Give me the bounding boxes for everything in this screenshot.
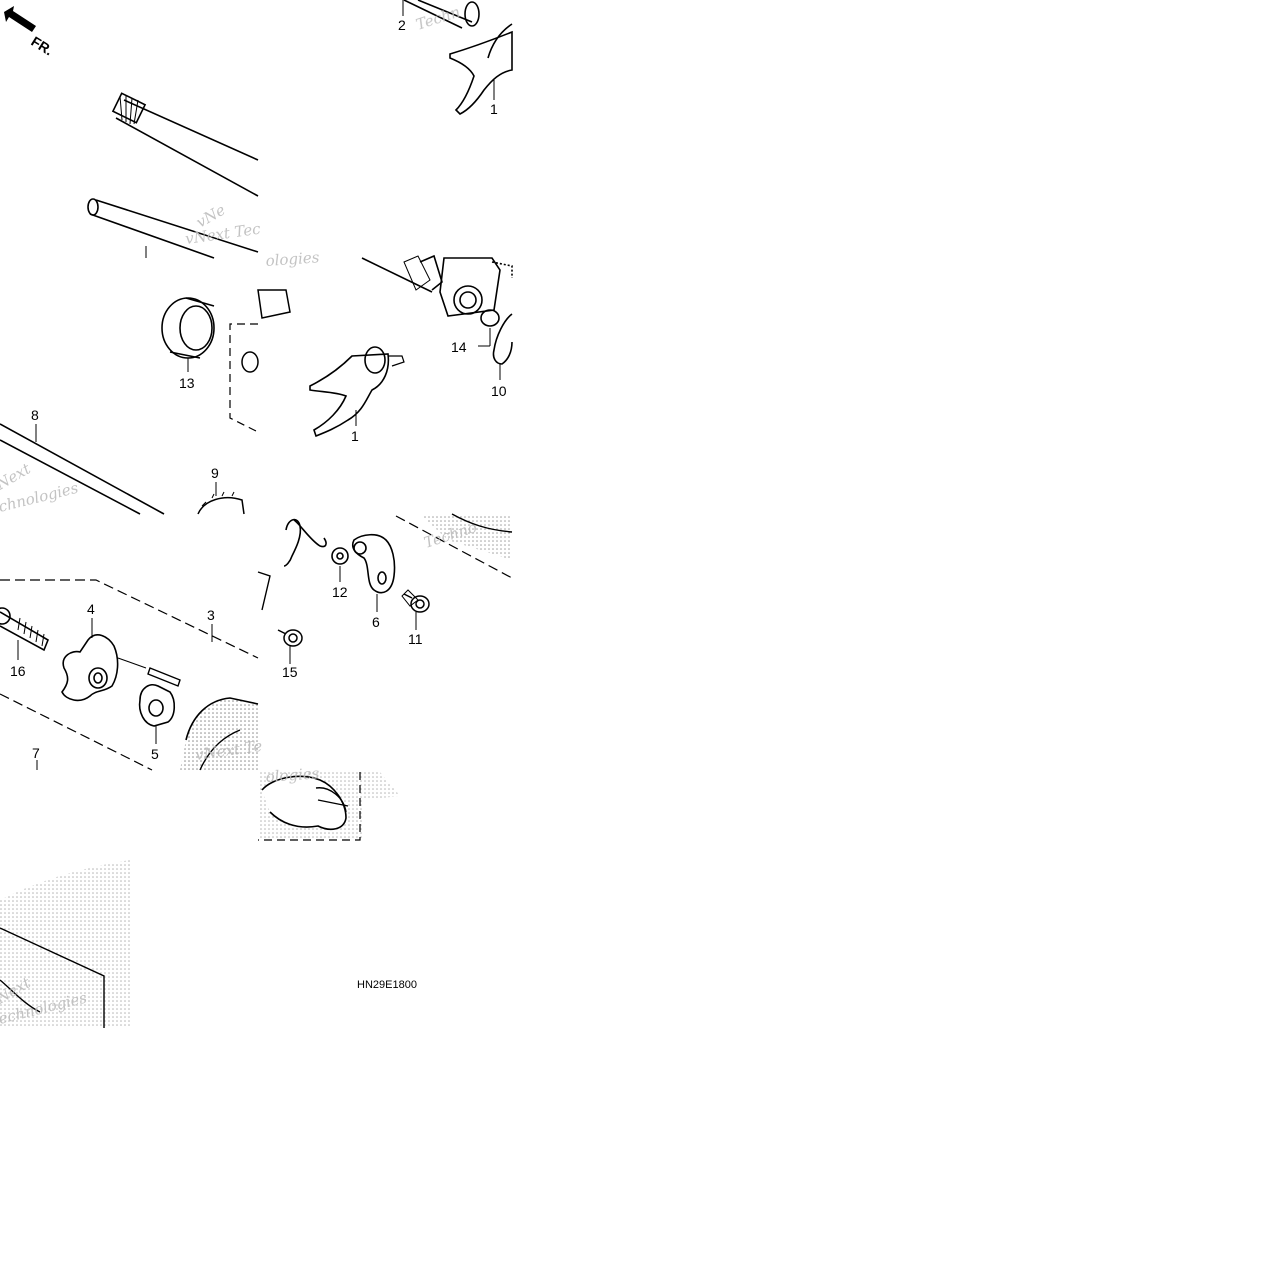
callout-11: 11	[408, 631, 423, 647]
bolt-16	[0, 607, 49, 652]
svg-text:Next: Next	[0, 459, 34, 494]
stopper-plate-4	[61, 634, 119, 702]
callout-2: 2	[398, 17, 406, 33]
dashed-box-mid	[229, 323, 259, 433]
guide-pin-shaft	[87, 198, 259, 259]
svg-text:ologies: ologies	[265, 248, 320, 270]
callout-4: 4	[87, 601, 95, 617]
gear-9	[197, 491, 245, 515]
dashed-outline-drum	[0, 579, 259, 771]
callout-8: 8	[31, 407, 39, 423]
bolt-11	[401, 589, 430, 613]
dowel-pin	[147, 667, 181, 687]
drum-fragment-bottom	[0, 860, 130, 1028]
watermark-layer: Techn vNext Tec ologies vNe Next chnolog…	[0, 3, 479, 1028]
drum-center-5	[138, 684, 176, 727]
callout-5: 5	[151, 746, 159, 762]
callout-12: 12	[332, 584, 348, 600]
svg-text:ologies: ologies	[265, 764, 320, 786]
diagram-code: HN29E1800	[357, 979, 417, 991]
front-direction-arrow-icon: FR.	[4, 6, 56, 59]
callout-10: 10	[491, 383, 507, 399]
direction-label: FR.	[28, 33, 56, 59]
clip-10	[492, 313, 513, 365]
shift-shaft	[111, 92, 259, 197]
guide-shaft-8	[0, 423, 165, 515]
callout-1-top: 1	[490, 101, 498, 117]
washer-12	[331, 547, 349, 565]
shift-drum	[180, 697, 259, 771]
callout-1-mid: 1	[351, 428, 359, 444]
callout-7: 7	[32, 745, 40, 761]
callout-14: 14	[451, 339, 467, 355]
callout-6: 6	[372, 614, 380, 630]
bearing	[161, 297, 215, 359]
drum-end	[258, 772, 400, 841]
shift-fork-top	[403, 0, 513, 115]
circlip-14	[480, 309, 500, 327]
dotted-texture-right	[395, 513, 513, 579]
return-spring	[283, 518, 327, 567]
callout-16: 16	[10, 663, 26, 679]
callout-13: 13	[179, 375, 195, 391]
small-fork-part	[241, 289, 291, 373]
callout-3: 3	[207, 607, 215, 623]
callout-labels: 2 1 13 1 14 10 8 9 4 3 16 5 7 12 6 11 15	[10, 17, 507, 762]
callout-9: 9	[211, 465, 219, 481]
bolt-15	[277, 629, 303, 647]
svg-text:vNext Tec: vNext Tec	[184, 219, 262, 247]
pin-fragment	[257, 571, 271, 611]
callout-15: 15	[282, 664, 298, 680]
stopper-arm-6	[351, 533, 396, 594]
